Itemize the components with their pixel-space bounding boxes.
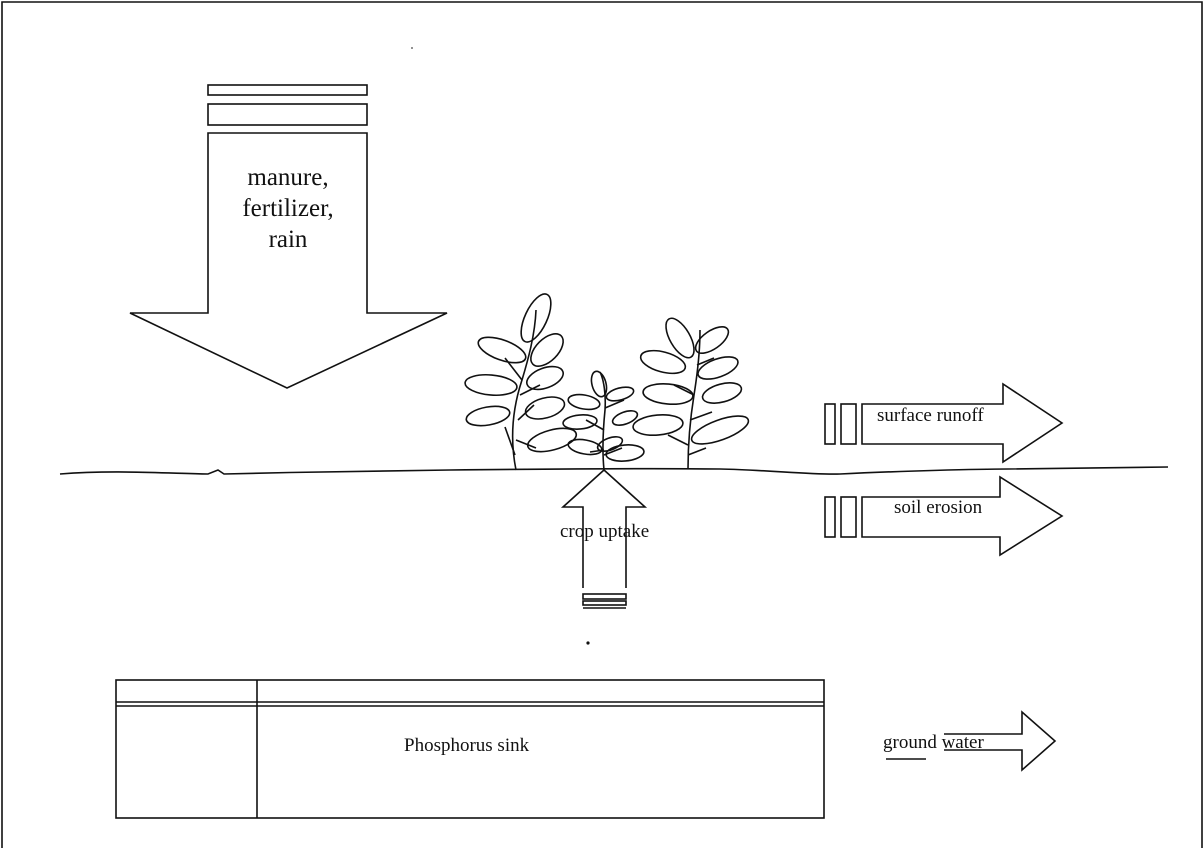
plant-left bbox=[464, 290, 579, 470]
plant-center bbox=[562, 370, 644, 470]
inputs-label-line1: manure, bbox=[205, 162, 371, 193]
phosphorus-sink-label: Phosphorus sink bbox=[404, 735, 529, 757]
plant-right bbox=[632, 314, 751, 469]
ground-surface-line bbox=[60, 467, 1168, 474]
inputs-label-line2: fertilizer, bbox=[205, 193, 371, 224]
ground-water-label: ground water bbox=[883, 732, 984, 754]
soil-erosion-label: soil erosion bbox=[894, 497, 982, 519]
speck bbox=[586, 641, 589, 644]
speck bbox=[411, 47, 413, 49]
inputs-label-line3: rain bbox=[205, 224, 371, 255]
surface-runoff-label: surface runoff bbox=[877, 405, 984, 427]
inputs-label: manure, fertilizer, rain bbox=[205, 162, 371, 255]
crop-uptake-label: crop uptake bbox=[560, 521, 649, 543]
